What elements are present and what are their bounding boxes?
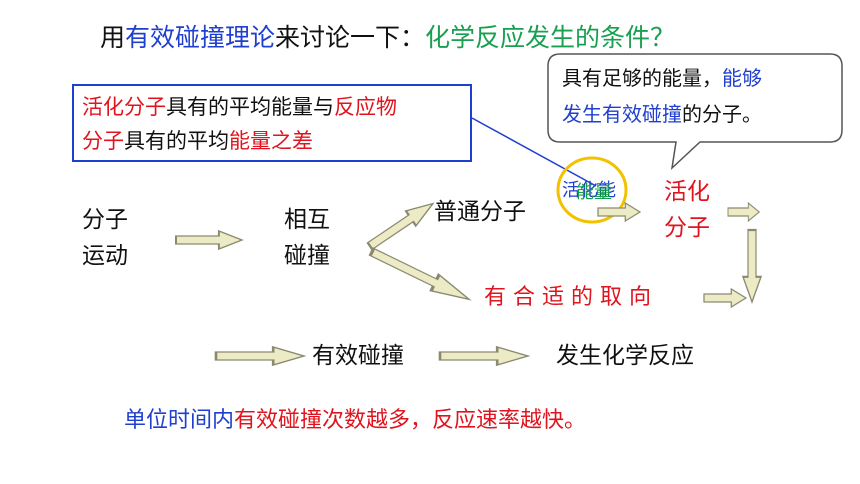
callout-part-1: 具有足够的能量， bbox=[562, 66, 722, 90]
definition-box: 活化分子具有的平均能量与反应物 分子具有的平均能量之差 bbox=[72, 84, 472, 162]
title-part-4: 化学反应发生的条件？ bbox=[425, 23, 676, 52]
page-title: 用有效碰撞理论来讨论一下：化学反应发生的条件？ bbox=[100, 18, 675, 54]
arrow-collision-to-orientation bbox=[366, 242, 475, 309]
title-part-3: 来讨论一下： bbox=[275, 23, 426, 52]
arrow-normal-to-activated bbox=[597, 202, 641, 222]
arrow-effective-to-reaction bbox=[438, 345, 530, 367]
node-molecule-motion-line1: 分子 bbox=[82, 207, 128, 233]
node-molecule-motion: 分子 运动 bbox=[82, 202, 128, 274]
callout-part-4: 的分子。 bbox=[682, 102, 762, 126]
footer-conclusion: 单位时间内有效碰撞次数越多，反应速率越快。 bbox=[124, 402, 586, 434]
def-reactant: 反应物 bbox=[334, 95, 397, 119]
node-activated-line1: 活化 bbox=[664, 179, 710, 205]
def-molecule: 分子 bbox=[82, 129, 124, 153]
node-collision-line2: 碰撞 bbox=[284, 243, 330, 269]
node-normal-molecule: 普通分子 bbox=[434, 199, 526, 225]
arrow-activated-right bbox=[727, 202, 760, 222]
arrow-orientation-right bbox=[703, 288, 747, 308]
def-activated-molecule: 活化分子 bbox=[82, 95, 166, 119]
callout-text: 具有足够的能量，能够 发生有效碰撞的分子。 bbox=[562, 60, 832, 132]
def-text-2: 具有的平均 bbox=[124, 129, 229, 153]
node-collision-line1: 相互 bbox=[284, 207, 330, 233]
footer-part-1: 单位时间内 bbox=[124, 408, 235, 433]
arrow-into-effective bbox=[214, 345, 306, 367]
title-part-1: 用 bbox=[100, 23, 126, 52]
def-energy-diff: 能量之差 bbox=[229, 129, 313, 153]
node-collision: 相互 碰撞 bbox=[284, 202, 330, 274]
callout-bubble bbox=[547, 53, 843, 171]
title-part-2: 有效碰撞理论 bbox=[125, 23, 276, 52]
callout-part-3: 发生有效碰撞 bbox=[562, 102, 682, 126]
node-reaction: 发生化学反应 bbox=[556, 343, 694, 369]
node-activated-line2: 分子 bbox=[664, 215, 710, 241]
node-orientation: 有 合 适 的 取 向 bbox=[484, 285, 651, 310]
connector-line bbox=[471, 117, 597, 187]
node-effective-collision: 有效碰撞 bbox=[312, 343, 404, 369]
activation-energy-label: 活化能 bbox=[562, 180, 616, 201]
node-activated-molecule: 活化 分子 bbox=[664, 174, 710, 246]
activation-energy-ellipse bbox=[556, 156, 628, 224]
arrow-motion-to-collision bbox=[175, 230, 243, 250]
energy-label: 能量 bbox=[576, 182, 612, 203]
arrow-collision-to-normal bbox=[363, 195, 440, 255]
node-molecule-motion-line2: 运动 bbox=[82, 243, 128, 269]
callout-part-2: 能够 bbox=[722, 66, 762, 90]
def-text-1: 具有的平均能量与 bbox=[166, 95, 334, 119]
footer-part-2: 有效碰撞次数越多，反应速率越快。 bbox=[234, 408, 587, 433]
arrow-down bbox=[741, 228, 763, 304]
